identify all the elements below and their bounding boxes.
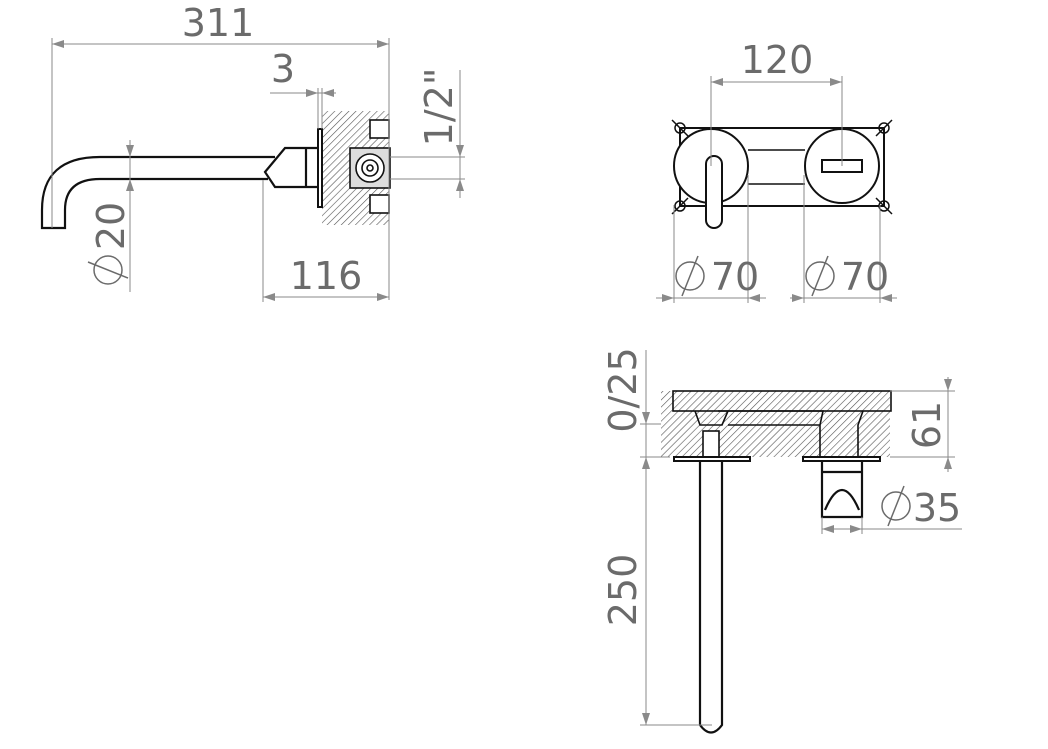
box-fixing-lugs: [671, 119, 893, 215]
dimension-label-61: 61: [905, 401, 949, 449]
dimension-label-left-70: 70: [711, 255, 759, 299]
dimension-label-116: 116: [290, 254, 363, 298]
diameter-symbol-icon: [881, 491, 911, 521]
spout-body: [263, 146, 318, 189]
top-view: 0/25 250 61 35: [601, 347, 962, 734]
wall-plate-left: [673, 456, 751, 462]
wall-plate-right: [802, 456, 881, 462]
dimension-label-120: 120: [741, 38, 814, 82]
wall-plate: [317, 128, 323, 208]
dimension-120: 120: [710, 38, 843, 166]
mounting-box-detail: [349, 119, 391, 214]
dimension-label-0-25: 0/25: [601, 347, 645, 432]
dimension-label-35: 35: [913, 486, 961, 530]
dimension-label-thread: 1/2": [417, 68, 461, 147]
dimension-left-diameter-70: 70: [656, 175, 766, 303]
dimension-250: 250: [601, 554, 712, 726]
dimension-label-250: 250: [601, 554, 645, 627]
dimension-label-3: 3: [271, 47, 295, 91]
wall-section-hatch: [661, 391, 890, 457]
spout-pipe: [40, 155, 275, 230]
spout-pipe-top: [698, 461, 724, 734]
dimension-61: 61: [890, 377, 955, 472]
diameter-symbol-icon: [93, 255, 123, 285]
dimension-116: 116: [262, 180, 389, 302]
dimension-3: 3: [270, 47, 336, 129]
dimension-label-311: 311: [182, 1, 255, 45]
diverter-knob: [820, 461, 864, 519]
dimension-diameter-35: 35: [821, 485, 962, 534]
diameter-symbol-icon: [675, 261, 705, 291]
dimension-label-right-70: 70: [841, 255, 889, 299]
side-view: 311 3 1/2" 20 116: [40, 1, 465, 302]
dimension-diameter-20: 20: [87, 140, 134, 292]
mounting-box-section: [672, 390, 892, 458]
dimension-label-20: 20: [89, 202, 133, 250]
dimension-0-25: 0/25: [601, 347, 670, 725]
dimension-right-diameter-70: 70: [790, 175, 897, 303]
lever-handle: [705, 155, 723, 229]
dimension-thread: 1/2": [390, 68, 465, 198]
diameter-symbol-icon: [805, 261, 835, 291]
front-view: 120 70 70: [656, 38, 897, 303]
dimension-311: 311: [51, 1, 390, 300]
